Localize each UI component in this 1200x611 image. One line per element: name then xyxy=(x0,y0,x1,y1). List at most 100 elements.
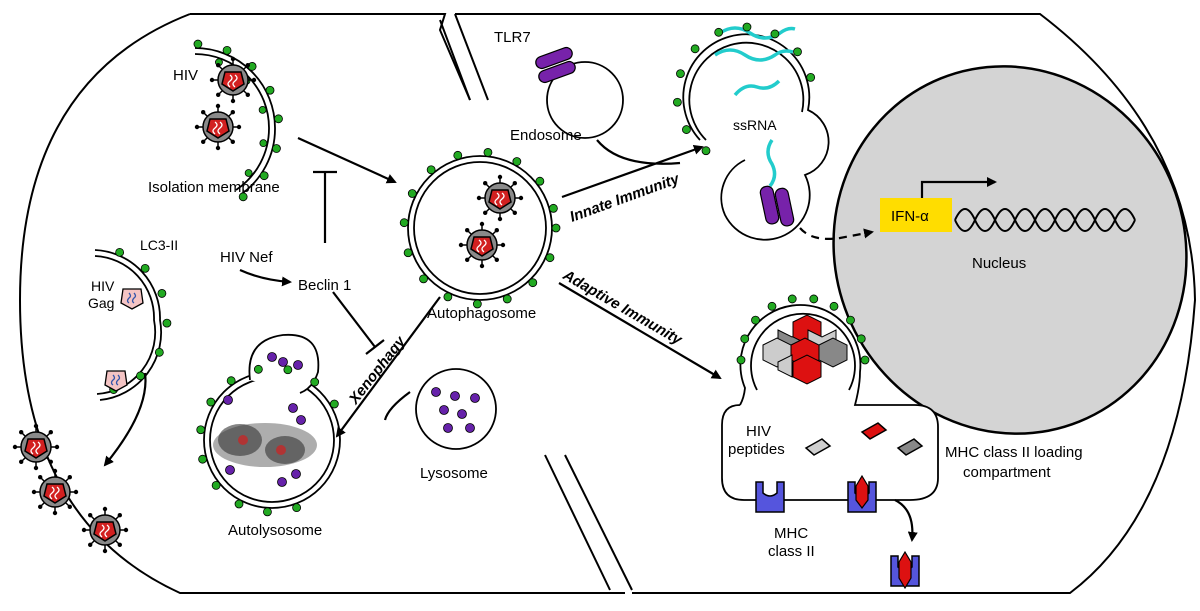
lc3-dots xyxy=(672,22,816,156)
lc3-dot xyxy=(193,39,203,49)
lc3-dot xyxy=(528,278,538,288)
lc3-membrane xyxy=(94,249,163,401)
lc3-dot xyxy=(751,315,760,325)
lc3-dot xyxy=(502,294,512,304)
hiv-virion-icon xyxy=(12,423,60,471)
lc3-dot xyxy=(263,507,272,517)
lc3-dot xyxy=(545,253,555,263)
arrow xyxy=(383,391,411,421)
label-autolysosome: Autolysosome xyxy=(228,522,322,539)
lysosomal-enzyme-dot xyxy=(223,395,233,405)
lc3-dot xyxy=(265,85,275,95)
lc3-dot xyxy=(259,171,269,181)
hiv-gag-icon xyxy=(120,288,144,310)
lc3-dot xyxy=(740,334,750,344)
lc3-dot xyxy=(793,47,802,57)
tlr7-receptor-icon xyxy=(535,46,576,84)
lysosomal-enzyme-dot xyxy=(267,352,277,362)
lc3-dot xyxy=(196,425,206,435)
lc3-dot xyxy=(419,274,428,284)
lc3-dot xyxy=(856,334,866,344)
label-hiv-peptides-2: peptides xyxy=(728,441,785,458)
hiv-virion-icon xyxy=(81,506,129,554)
label-nucleus: Nucleus xyxy=(972,255,1026,272)
lc3-dot xyxy=(701,146,711,156)
lysosomal-enzyme-dot xyxy=(288,403,298,413)
dna-helix-icon xyxy=(954,208,1136,232)
lc3-dots xyxy=(399,148,561,309)
lc3-dots xyxy=(109,247,172,394)
peptide-icon xyxy=(855,474,869,509)
lc3-dot xyxy=(742,22,752,32)
label-mhc-loading-1: MHC class II loading xyxy=(945,444,1083,461)
hiv-virion-icon xyxy=(194,103,242,151)
lc3-dot xyxy=(310,377,320,387)
hiv-virion-icon xyxy=(458,221,506,269)
hiv-protein-fragments xyxy=(762,314,848,385)
lc3-dots xyxy=(736,294,870,365)
lc3-dot xyxy=(292,503,302,513)
lc3-dot xyxy=(472,299,482,309)
lc3-dot xyxy=(222,45,232,55)
lysosomal-enzyme-dot xyxy=(457,409,467,419)
arrow xyxy=(103,372,147,467)
lc3-dot xyxy=(403,248,413,258)
label-ifn-alpha: IFN-α xyxy=(891,208,929,225)
hiv-virion-icon xyxy=(31,468,79,516)
lc3-dot xyxy=(258,105,267,114)
inhibition-line xyxy=(332,291,376,348)
amphisome xyxy=(682,26,830,241)
cell-boundary-line xyxy=(439,19,471,101)
label-hiv-gag-2: Gag xyxy=(88,295,114,311)
lc3-dot xyxy=(736,355,746,365)
lc3-dot xyxy=(198,454,208,464)
lc3-dot xyxy=(115,247,125,257)
label-hiv-nef: HIV Nef xyxy=(220,249,273,266)
lc3-dot xyxy=(283,365,293,375)
peptide-icon xyxy=(896,438,924,456)
lysosomal-enzymes xyxy=(431,387,480,433)
right-cell-membrane xyxy=(455,13,1197,594)
lc3-dot xyxy=(682,125,691,134)
lc3-dot xyxy=(551,223,561,233)
lc3-dot xyxy=(206,397,216,407)
cell-boundary-line xyxy=(544,454,611,591)
lc3-dot xyxy=(244,169,253,177)
lc3-dot xyxy=(140,263,150,273)
lysosomal-enzyme-dot xyxy=(431,387,441,397)
lc3-dot xyxy=(259,139,268,148)
lc3-dot xyxy=(443,292,453,302)
lc3-dot xyxy=(253,364,263,374)
lysosomal-enzyme-dot xyxy=(293,360,303,370)
arrow xyxy=(335,296,441,438)
lc3-dot xyxy=(274,114,283,124)
label-lc3-ii: LC3-II xyxy=(140,237,178,253)
lc3-dot xyxy=(767,301,777,311)
lc3-dot xyxy=(234,499,244,509)
label-beclin-1: Beclin 1 xyxy=(298,277,351,294)
lc3-dot xyxy=(211,480,221,490)
lc3-dot xyxy=(806,73,816,82)
lc3-dot xyxy=(426,165,436,175)
inhibition-bar xyxy=(365,339,385,355)
lc3-dot xyxy=(535,176,545,186)
lc3-dot xyxy=(512,157,522,166)
lc3-dot xyxy=(787,294,797,304)
lysosomal-enzyme-dot xyxy=(225,465,235,475)
label-innate-immunity: Innate Immunity xyxy=(568,170,683,226)
lysosomal-enzyme-dot xyxy=(450,391,460,401)
arrow xyxy=(596,139,681,165)
lysosomal-enzyme-dot xyxy=(278,357,288,367)
lc3-dot xyxy=(238,192,248,202)
lc3-dot xyxy=(809,294,819,304)
autophagosome xyxy=(407,155,553,301)
label-endosome: Endosome xyxy=(510,127,582,144)
label-tlr7: TLR7 xyxy=(494,29,531,46)
lysosomal-enzymes xyxy=(223,352,306,487)
lc3-dot xyxy=(770,29,780,39)
lc3-dot xyxy=(714,27,724,37)
hiv-virion-icon xyxy=(476,174,524,222)
arrow xyxy=(561,144,704,199)
dashed-arrow xyxy=(799,227,874,240)
lc3-dot xyxy=(676,69,685,79)
